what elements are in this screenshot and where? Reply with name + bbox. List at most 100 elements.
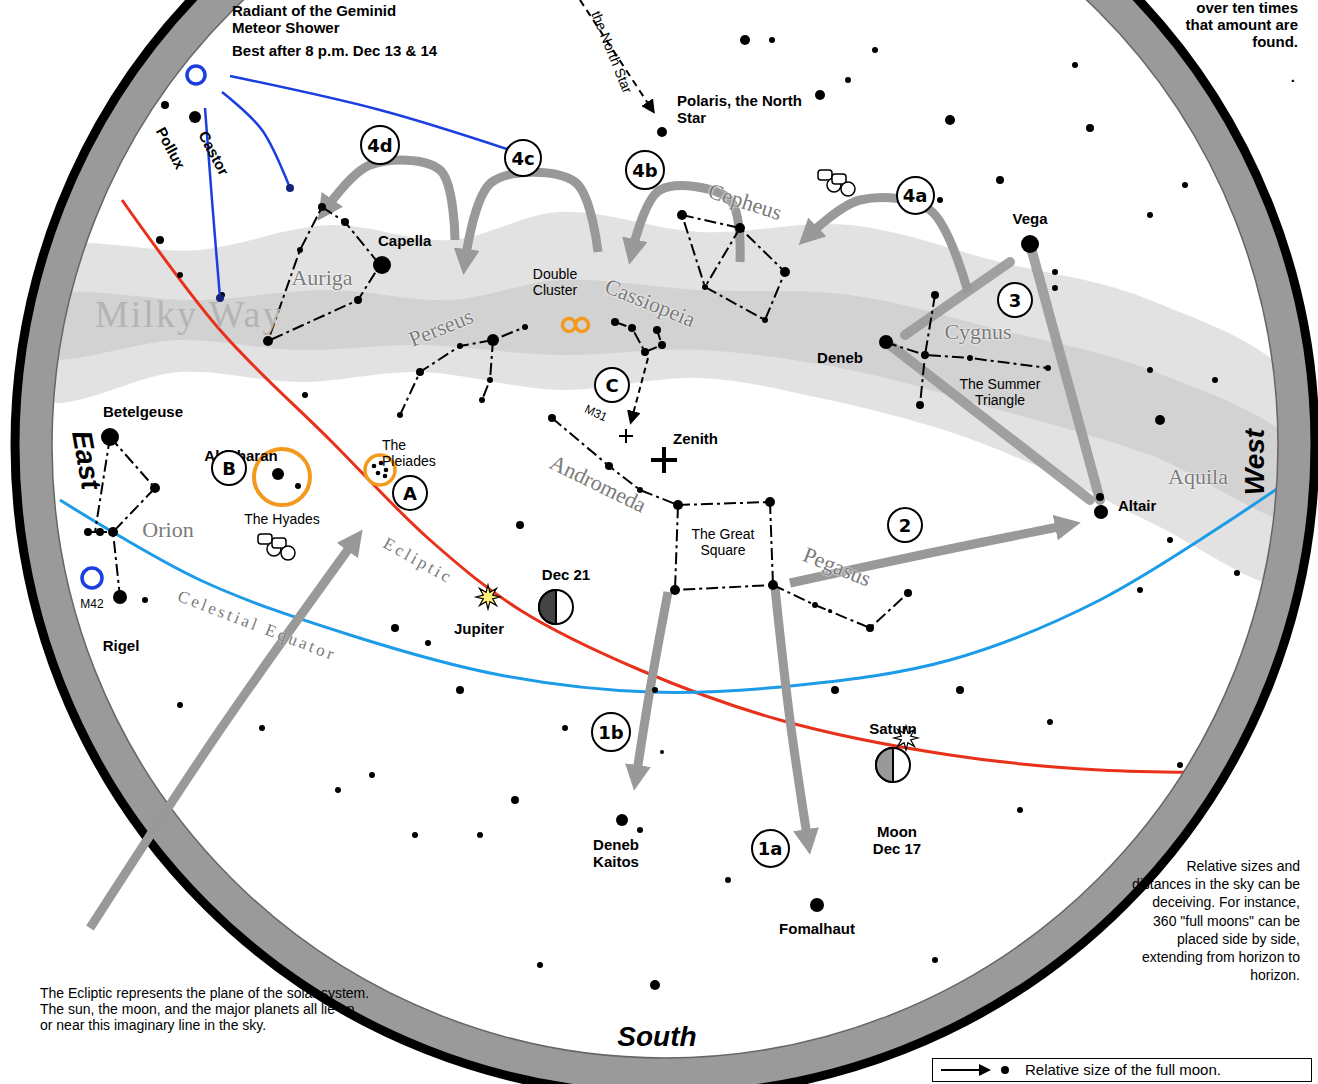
sky-label: Saturn	[869, 720, 917, 737]
north-star-pointer	[580, 0, 651, 108]
star	[425, 640, 431, 646]
radiant-ring	[187, 66, 205, 84]
star	[1147, 212, 1153, 218]
sky-label: The Ecliptic represents the plane of the…	[40, 985, 370, 1033]
star	[1137, 587, 1143, 593]
binocular-lens	[841, 182, 855, 196]
sky-label: West	[1239, 429, 1271, 495]
star	[108, 527, 118, 537]
sky-label: The Summer Triangle	[945, 376, 1055, 408]
sky-region-name: Orion	[142, 517, 193, 543]
star	[479, 397, 485, 403]
zenith-cross	[651, 447, 677, 473]
star	[1167, 537, 1173, 543]
constellation-line	[268, 207, 380, 341]
callout-number: 2	[899, 515, 912, 536]
sky-label: the North Star	[588, 9, 635, 96]
sky-label: Deneb Kaitos	[571, 836, 661, 870]
moon-dec17	[876, 748, 910, 782]
star	[142, 597, 148, 603]
pointer-arrow	[636, 592, 668, 778]
star	[658, 341, 666, 349]
moon-dec21	[539, 590, 573, 624]
star	[457, 343, 463, 349]
star	[412, 832, 418, 838]
star	[762, 317, 768, 323]
pleiades-star	[372, 464, 377, 469]
star	[765, 497, 775, 507]
moon-size-line	[941, 1069, 981, 1071]
double-cluster-ring	[563, 319, 576, 332]
star	[177, 702, 183, 708]
pointer-arrow	[90, 540, 355, 928]
star	[416, 368, 424, 376]
star	[1177, 762, 1183, 768]
callout-number: A	[403, 483, 417, 504]
star	[932, 957, 938, 963]
sky-label: Best after 8 p.m. Dec 13 & 14	[232, 42, 437, 59]
sky-label: Dec 21	[542, 566, 590, 583]
sky-label: Fomalhaut	[779, 920, 855, 937]
callout-number: 4a	[903, 185, 928, 206]
sky-label: Zenith	[673, 430, 718, 447]
sky-label: Capella	[378, 232, 431, 249]
callout-circle: 4a	[896, 176, 935, 215]
sky-label: Vega	[1012, 210, 1047, 227]
moon-shadow	[876, 748, 893, 782]
moon-size-dot	[1001, 1066, 1009, 1074]
star	[1234, 570, 1240, 576]
star	[677, 210, 687, 220]
star	[810, 898, 824, 912]
pointer-arrows	[90, 160, 1068, 928]
sky-label: The Great Square	[683, 526, 763, 558]
sky-label: East	[65, 428, 107, 492]
star	[1052, 269, 1058, 275]
star	[660, 750, 664, 754]
star	[845, 77, 851, 83]
star	[113, 590, 127, 604]
star	[725, 877, 731, 883]
star	[318, 203, 326, 211]
star	[161, 101, 169, 109]
star	[1182, 182, 1188, 188]
summer-triangle	[886, 244, 1100, 500]
star	[931, 291, 939, 299]
star	[537, 962, 543, 968]
star	[150, 483, 160, 493]
m31-cross	[619, 429, 633, 443]
double-cluster-ring	[576, 319, 589, 332]
star	[740, 35, 750, 45]
star	[1147, 367, 1153, 373]
sky-label: Moon Dec 17	[862, 823, 932, 857]
star	[477, 832, 483, 838]
sky-label: The Pleiades	[382, 437, 462, 469]
sky-label: Pollux	[153, 124, 189, 172]
callout-circle: 3	[997, 282, 1033, 318]
star	[780, 267, 790, 277]
constellation-line	[675, 502, 773, 590]
star	[397, 412, 403, 418]
star	[996, 176, 1004, 184]
star	[812, 602, 818, 608]
legend-sample	[933, 1059, 1023, 1081]
callout-circle: 4c	[504, 139, 542, 177]
star	[259, 725, 265, 731]
star	[369, 772, 375, 778]
callout-number: 3	[1009, 290, 1022, 311]
star	[84, 528, 92, 536]
star	[391, 624, 399, 632]
celestial-equator-line	[60, 480, 1290, 692]
moon-disc	[539, 590, 573, 624]
star	[815, 90, 825, 100]
star	[272, 468, 284, 480]
sky-label: South	[617, 1021, 696, 1053]
star	[1094, 505, 1108, 519]
m42-ring	[82, 568, 102, 588]
star	[611, 318, 619, 326]
star	[641, 348, 649, 356]
star	[456, 686, 464, 694]
star	[101, 428, 119, 446]
sky-region-name: Milky Way	[95, 292, 283, 336]
star	[937, 197, 943, 203]
callout-number: 4c	[511, 148, 534, 169]
